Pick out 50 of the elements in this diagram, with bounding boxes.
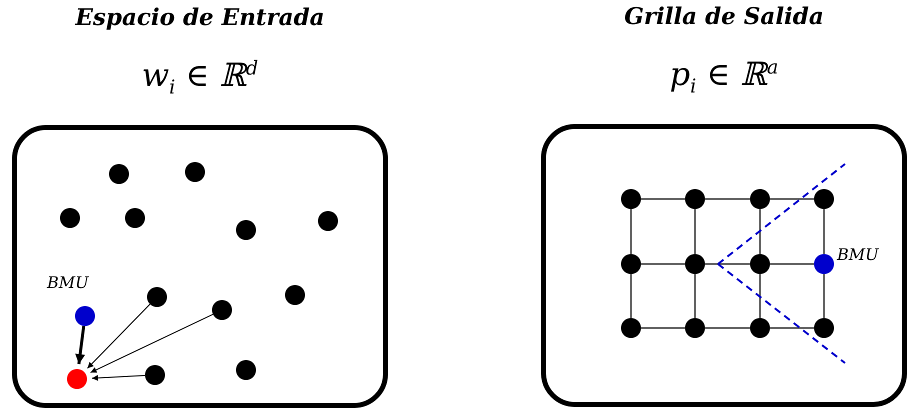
arrow: [75, 326, 86, 364]
grid-node: [621, 254, 641, 274]
data-point: [67, 369, 87, 389]
grid-line: [630, 209, 632, 254]
data-point: [318, 211, 338, 231]
grid-node: [685, 189, 705, 209]
grid-line: [759, 209, 761, 254]
grid-line: [641, 198, 685, 200]
grid-line: [705, 327, 750, 329]
grid-node: [621, 318, 641, 338]
point-label: BMU: [837, 245, 879, 264]
data-point: [236, 360, 256, 380]
grid-node: [621, 189, 641, 209]
grid-node: [814, 318, 834, 338]
grid-line: [694, 209, 696, 254]
grid-line: [823, 274, 825, 318]
grid-node: [814, 189, 834, 209]
point-label: BMU: [47, 273, 89, 292]
grid-node: [750, 189, 770, 209]
grid-line: [759, 274, 761, 318]
grid-node: [750, 318, 770, 338]
arrow: [86, 304, 151, 369]
data-point: [185, 162, 205, 182]
math-formula: w$_{i}$ ∈ ℝ$^{d}$: [140, 56, 260, 98]
panel-title: Espacio de Entrada: [74, 4, 326, 31]
grid-line: [770, 198, 814, 200]
grid-node: [685, 254, 705, 274]
grid-node: [685, 318, 705, 338]
data-point: [147, 287, 167, 307]
grid-line: [705, 263, 750, 265]
math-formula: p$_{i}$ ∈ ℝ$^{a}$: [668, 55, 780, 98]
data-point: [285, 285, 305, 305]
grid-line: [630, 274, 632, 318]
data-point: [60, 208, 80, 228]
grid-line: [641, 263, 685, 265]
data-point: [212, 300, 232, 320]
grid-line: [823, 209, 825, 254]
grid-line: [694, 274, 696, 318]
panel-title: Grilla de Salida: [623, 3, 825, 30]
grid-line: [770, 327, 814, 329]
data-point: [109, 164, 129, 184]
arrow: [91, 374, 146, 381]
grid-node: [750, 254, 770, 274]
data-point: [145, 365, 165, 385]
data-point: [125, 208, 145, 228]
grid-line: [770, 263, 814, 265]
grid-line: [705, 198, 750, 200]
arrow: [90, 314, 214, 374]
data-point: [236, 220, 256, 240]
grid-line: [641, 327, 685, 329]
